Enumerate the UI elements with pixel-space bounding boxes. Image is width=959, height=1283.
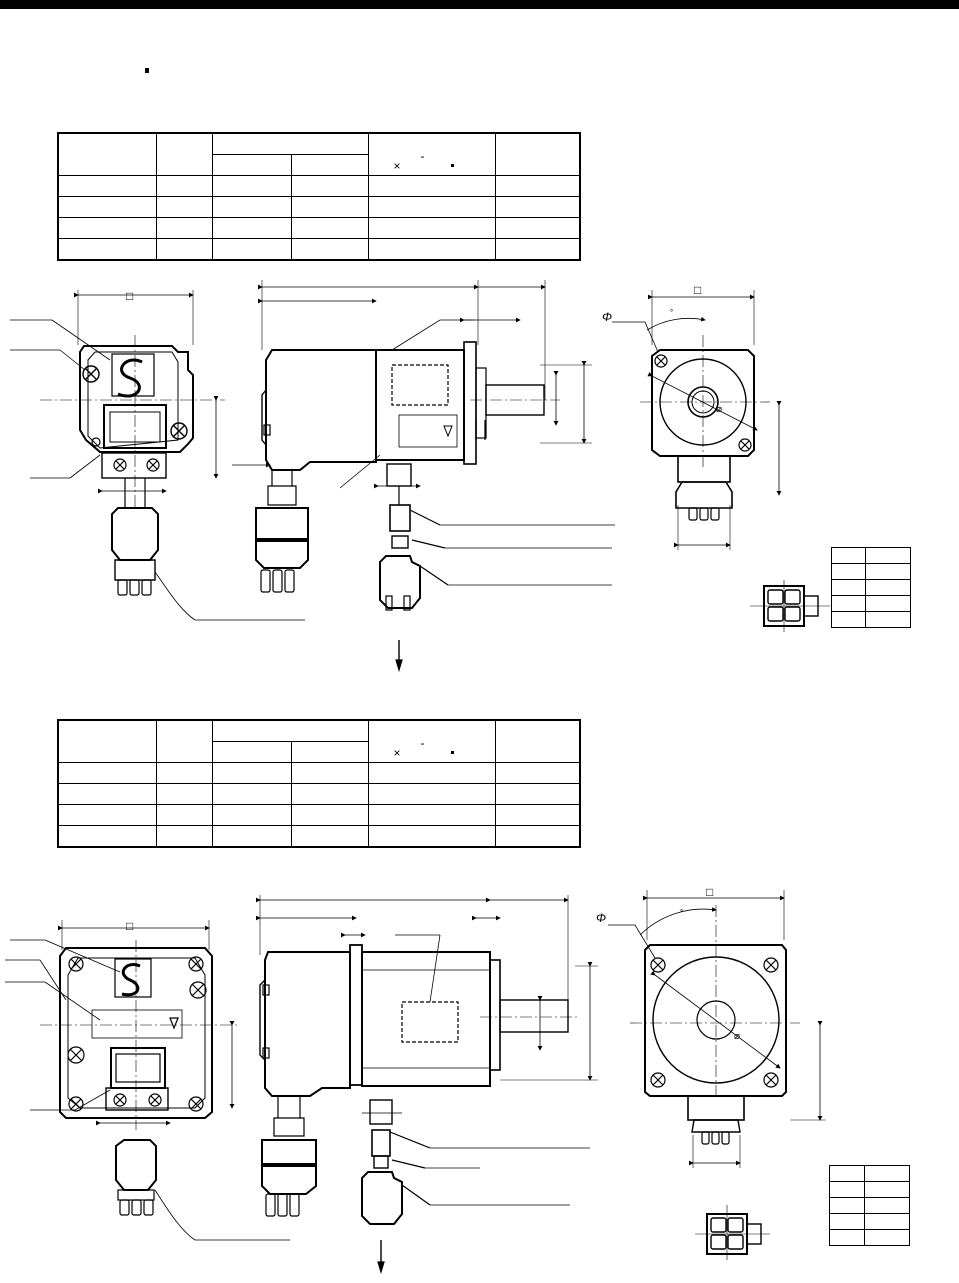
bottom-flange-view [608,890,826,1168]
spec-table-bottom: × - [57,719,581,848]
table-row [57,762,581,784]
diameter-symbol: ⌀ [716,404,723,415]
times-symbol: × [393,746,401,760]
header-inertia: × - [367,719,496,763]
square-symbol: □ [126,919,134,933]
top-connector-symbol [750,580,830,632]
top-side-view [232,280,615,673]
section-bullet [145,68,149,73]
diameter-symbol: ⌀ [734,1031,741,1042]
pin-table-top [831,547,911,628]
table-row [57,783,581,805]
times-symbol: × [393,159,401,173]
table-row [57,804,581,826]
top-flange-view [612,290,782,550]
phi-symbol: Φ [596,911,607,925]
dot-symbol [450,751,454,754]
square-symbol: □ [694,283,702,297]
degree-symbol: ° [680,908,684,917]
table-row [57,238,581,261]
bottom-side-view [256,895,598,1275]
header-inertia: × - [367,132,496,176]
degree-symbol: ° [670,308,674,317]
header-variable [155,132,213,176]
minus-symbol: - [420,736,425,750]
table-row [57,217,581,239]
dot-symbol [450,164,454,167]
header-mass [494,719,581,763]
bottom-connector-symbol [695,1205,770,1260]
top-front-view [10,290,305,621]
spec-table-top: × - [57,132,581,261]
square-symbol: □ [706,885,714,899]
minus-symbol: - [420,149,425,163]
header-mass [494,132,581,176]
table-row [57,825,581,848]
header-bar [0,0,959,9]
bottom-front-view [5,920,290,1241]
square-symbol: □ [126,289,134,303]
header-model [57,132,157,176]
header-variable [155,719,213,763]
phi-symbol: Φ [602,310,613,324]
pin-table-bottom [829,1165,910,1246]
